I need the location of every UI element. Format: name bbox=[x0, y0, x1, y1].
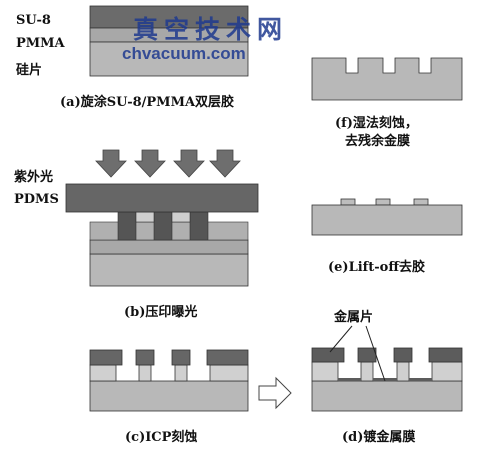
lift-off-pad bbox=[413, 198, 429, 206]
right-arrow-icon bbox=[258, 376, 292, 410]
lift-off-pad bbox=[375, 198, 391, 206]
panel-d-metal-pad bbox=[338, 378, 361, 381]
resist-gap bbox=[171, 211, 191, 223]
panel-c-pmma-pillar bbox=[138, 364, 152, 382]
panel-c-su8-cap bbox=[206, 349, 249, 366]
panel-b-silicon bbox=[89, 253, 249, 287]
caption-d: (d)镀金属膜 bbox=[342, 430, 416, 445]
caption-f-line2: 去残余金膜 bbox=[345, 134, 411, 149]
down-arrow-icon bbox=[134, 149, 166, 178]
resist-gap bbox=[135, 211, 155, 223]
panel-d-metal-cap bbox=[428, 347, 463, 363]
panel-c-pmma-pillar bbox=[174, 364, 188, 382]
caption-b: (b)压印曝光 bbox=[124, 305, 198, 320]
watermark-logo: 真空技术网 bbox=[133, 15, 289, 44]
panel-c-pmma-pillar bbox=[89, 364, 117, 382]
silicon-wafer bbox=[89, 41, 249, 77]
label-pdms: PDMS bbox=[14, 192, 59, 207]
down-arrow-icon bbox=[95, 149, 127, 178]
exposed-resist bbox=[189, 211, 209, 241]
pdms-mold bbox=[65, 183, 259, 213]
panel-d-silicon bbox=[311, 380, 463, 412]
label-pmma: PMMA bbox=[16, 36, 65, 51]
label-su8: SU-8 bbox=[16, 13, 51, 28]
panel-c-silicon bbox=[89, 380, 249, 412]
panel-c-su8-cap bbox=[89, 349, 123, 366]
label-uv: 紫外光 bbox=[14, 170, 54, 185]
panel-d-metal-cap bbox=[357, 347, 377, 363]
label-silicon: 硅片 bbox=[16, 63, 43, 78]
callout-line bbox=[365, 325, 386, 382]
down-arrow-icon bbox=[173, 149, 205, 178]
exposed-resist bbox=[117, 211, 137, 241]
panel-d-metal-cap bbox=[393, 347, 413, 363]
caption-a: (a)旋涂SU-8/PMMA双层胶 bbox=[60, 95, 235, 110]
exposed-resist bbox=[153, 211, 173, 241]
panel-d-pmma-pillar bbox=[396, 361, 410, 382]
panel-e-substrate bbox=[311, 204, 463, 236]
panel-d-stack bbox=[311, 325, 463, 412]
panel-d-metal-pad bbox=[409, 378, 432, 381]
panel-e-stack bbox=[311, 198, 463, 236]
lift-off-pad bbox=[340, 198, 356, 206]
panel-c-pmma-pillar bbox=[209, 364, 249, 382]
down-arrow-icon bbox=[209, 149, 241, 178]
caption-f-line1: (f)湿法刻蚀， bbox=[335, 116, 418, 131]
panel-f-etched-substrate bbox=[311, 57, 463, 101]
panel-d-metal-cap bbox=[311, 347, 345, 363]
panel-d-pmma-pillar bbox=[431, 361, 463, 382]
caption-c: (c)ICP刻蚀 bbox=[125, 430, 198, 445]
panel-a-stack bbox=[89, 5, 249, 77]
panel-d-pmma-pillar bbox=[360, 361, 374, 382]
uv-arrows bbox=[95, 149, 241, 178]
panel-b-pmma bbox=[89, 239, 249, 255]
watermark-url: chvacuum.com bbox=[122, 44, 246, 63]
label-metal-sheet: 金属片 bbox=[334, 310, 374, 325]
panel-c-stack bbox=[89, 349, 249, 412]
caption-e: (e)Lift-off去胶 bbox=[328, 260, 425, 275]
panel-c-su8-cap bbox=[171, 349, 191, 366]
panel-d-pmma-pillar bbox=[311, 361, 339, 382]
panel-c-su8-cap bbox=[135, 349, 155, 366]
callout-line bbox=[329, 325, 353, 353]
